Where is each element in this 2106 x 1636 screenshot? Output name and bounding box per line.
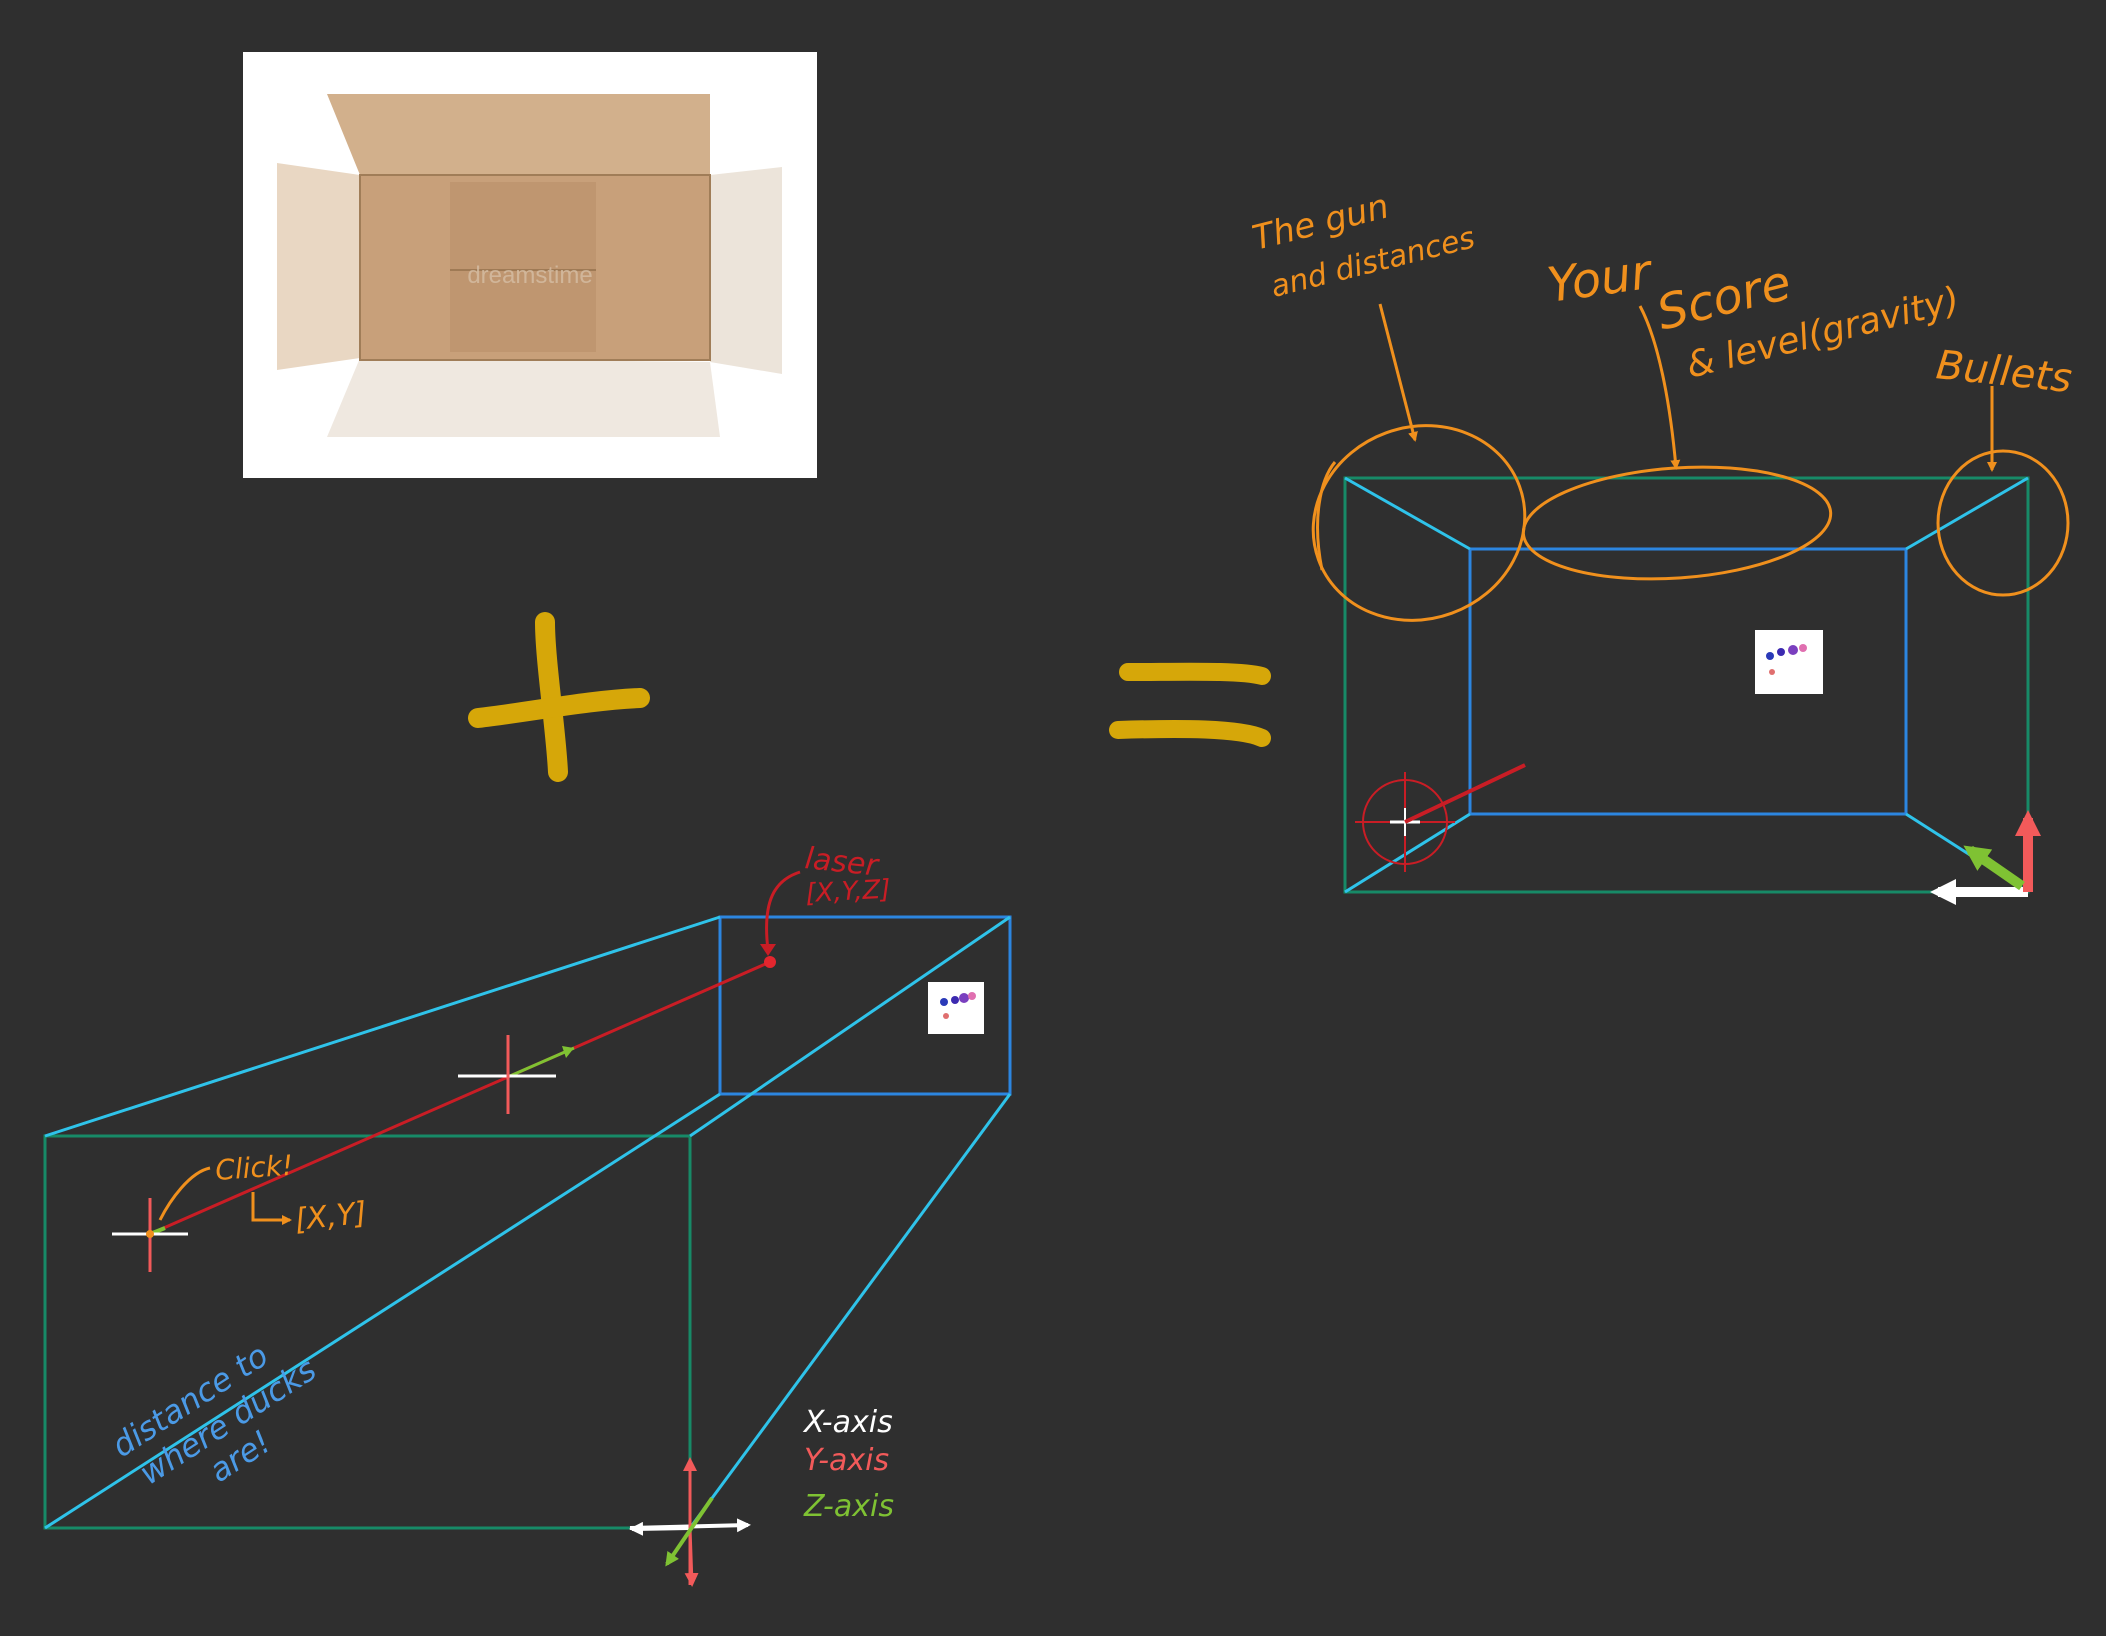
plus-symbol-text: + [0,0,1,1]
laser-pointer-arrow [765,870,801,951]
click-label: Click! [214,1149,294,1187]
click-coords-label: [X,Y] [293,1196,368,1238]
result-outer-rect [1343,476,2030,894]
laser-coords-label: [X,Y,Z] [805,875,891,909]
back-face [718,915,1012,1096]
plus-symbol: + [0,0,650,782]
result-duck-icon [1755,630,1823,694]
mid-crosshair [458,1035,556,1114]
legend-x-axis: X-axis [802,1405,893,1440]
score-label-line1: Your [1544,244,1658,314]
result-diagram [1311,303,2070,905]
laser-label: laser [803,841,881,884]
gun-laser [1404,763,1526,824]
bullets-label: Bullets [1934,342,2074,402]
cardboard-box-photo: dreamstime [243,52,817,478]
front-face [43,1134,692,1530]
distance-annotation: distance to where ducks are! [105,1336,323,1492]
duck-target-icon [928,982,984,1034]
result-axis-arrows [1930,810,2041,905]
legend-z-axis: Z-axis [803,1489,894,1524]
click-pointer-arrow [158,1166,211,1221]
axis-origin-arrows [629,1457,751,1587]
equals-symbol-text: = [0,0,1,1]
axis-legend: X-axis Y-axis Z-axis [802,1405,894,1524]
perspective-diagram [43,870,1012,1587]
gun-highlight-circle [1311,424,1527,622]
gun-annotation: The gun and distances [1249,186,1479,304]
gun-crosshair [1355,763,1526,872]
bullets-highlight-circle [1936,449,2070,597]
legend-y-axis: Y-axis [804,1443,889,1478]
box-photo-watermark: dreamstime [467,262,592,289]
equals-symbol: = [0,0,1271,747]
laser-endpoint [764,956,776,968]
laser-beam [149,960,771,1236]
click-crosshair [112,1198,188,1272]
result-inner-rect [1468,547,1908,816]
click-coords-arrow [251,1192,292,1225]
